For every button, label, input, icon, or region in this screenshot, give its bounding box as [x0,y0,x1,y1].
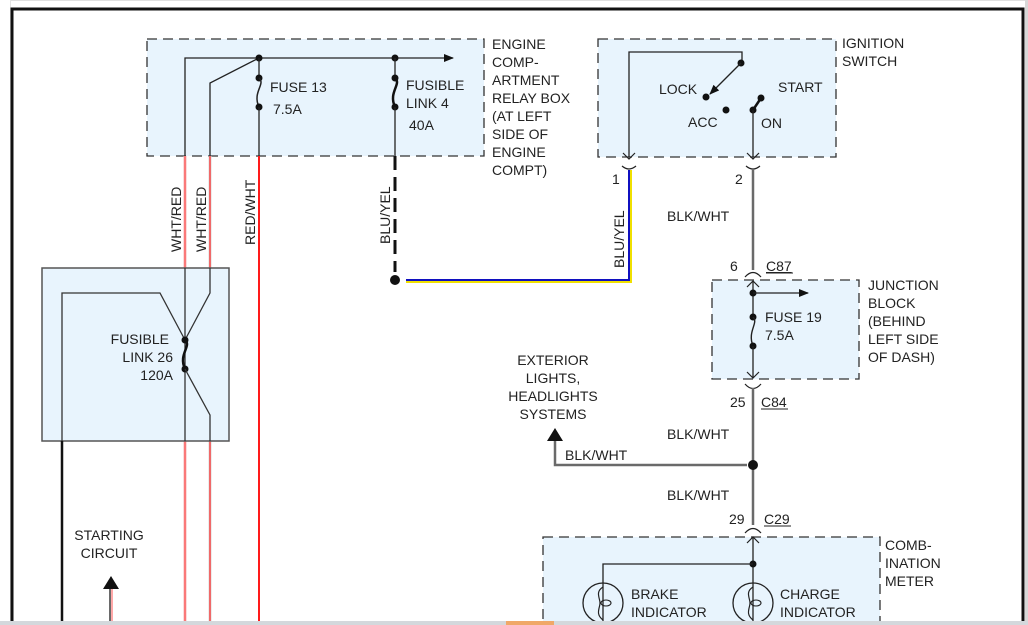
ignition-switch: LOCK ACC ON START IGNITION SWITCH [597,35,904,158]
position-start: START [778,79,823,95]
splice-dot [390,275,400,285]
combination-meter: BRAKE INDICATOR CHARGE INDICATOR COMB- I… [542,536,941,625]
connector-c29-name: C29 [764,511,790,527]
fuse13-name: FUSE 13 [270,79,327,95]
fusible-link4-symbol-icon [391,77,399,108]
svg-text:ARTMENT: ARTMENT [492,72,560,88]
pin-number: 1 [612,171,620,187]
svg-text:EXTERIOR: EXTERIOR [517,352,589,368]
connector-c87-name: C87 [766,258,792,274]
charge-indicator-label: CHARGE [780,586,840,602]
wire-label: WHT/RED [193,187,209,252]
arrow-up-icon [547,428,563,441]
fusible-link4-name: FUSIBLE [406,77,464,93]
junction-block-label: (BEHIND [868,313,926,329]
wire-label: BLK/WHT [667,208,730,224]
wire-label: BLK/WHT [565,447,628,463]
junction-block: FUSE 19 7.5A JUNCTION BLOCK (BEHIND LEFT… [711,277,939,380]
switch-contact-acc [722,106,730,114]
brake-indicator-label: BRAKE [631,586,678,602]
fusible-link26-symbol-icon [181,339,189,370]
starting-circuit-reference: STARTING CIRCUIT [74,527,144,561]
svg-text:COMPT): COMPT) [492,162,547,178]
ignition-switch-outline [597,38,837,158]
connector-c29-icon [744,527,762,534]
fusible-link26-outline [41,267,230,442]
svg-text:LIGHTS,: LIGHTS, [526,370,580,386]
junction-block-label: LEFT SIDE [868,331,939,347]
fusible-link26-name: FUSIBLE [111,331,169,347]
wire-label: RED/WHT [242,179,258,245]
svg-text:ENGINE: ENGINE [492,144,546,160]
wire-label: BLU/YEL [611,210,627,268]
fusible-link26-rating: 120A [140,367,173,383]
arrow-up-icon [103,576,119,589]
viewer-scrollbar[interactable] [1025,0,1028,625]
svg-text:SYSTEMS: SYSTEMS [520,406,587,422]
svg-text:STARTING: STARTING [74,527,144,543]
connector-pin-1-icon [621,152,637,170]
fuse19-rating: 7.5A [765,327,794,343]
svg-text:(AT LEFT: (AT LEFT [492,108,552,124]
combination-meter-label: INATION [885,555,941,571]
wire-label: WHT/RED [168,187,184,252]
splice-dot [748,460,758,470]
relay-box-branch [209,57,260,156]
fusible-link4-name: LINK 4 [406,95,449,111]
fuse13-rating: 7.5A [273,101,302,117]
junction-block-outline [711,279,860,380]
svg-text:RELAY BOX: RELAY BOX [492,90,571,106]
connector-c87-icon [744,271,762,278]
connector-pin: 6 [730,258,738,274]
relay-box-bus [184,54,454,156]
ignition-switch-label: IGNITION [842,35,904,51]
fuse19-name: FUSE 19 [765,309,822,325]
relay-box-label: ENGINE COMP- ARTMENT RELAY BOX (AT LEFT … [492,36,571,178]
exterior-lights-reference: EXTERIOR LIGHTS, HEADLIGHTS SYSTEMS [508,352,597,422]
combination-meter-label: COMB- [885,537,932,553]
viewer-bottom-accent [506,621,554,625]
position-acc: ACC [688,114,718,130]
wire-label: BLK/WHT [667,487,730,503]
connector-c84-name: C84 [761,394,787,410]
ignition-switch-label: SWITCH [842,53,897,69]
fusible-link26-box: FUSIBLE LINK 26 120A [41,267,230,442]
svg-text:HEADLIGHTS: HEADLIGHTS [508,388,597,404]
diagram-frame [10,7,1025,625]
connector-c84-icon [744,383,762,390]
junction-block-label: BLOCK [868,295,916,311]
fuse13-symbol-icon [256,77,262,108]
wire-label: BLK/WHT [667,426,730,442]
relay-box: FUSE 13 7.5A FUSIBLE LINK 4 40A ENGINE C… [146,36,571,178]
switch-contact-lock [702,93,710,101]
fuse19-symbol-icon [750,316,756,347]
connector-pin: 25 [730,394,746,410]
switch-blade-icon [709,62,742,95]
junction-block-label: JUNCTION [868,277,939,293]
wire-label: BLU/YEL [377,186,393,244]
combination-meter-label: METER [885,573,934,589]
wire-blu-yel [406,170,632,283]
svg-text:CIRCUIT: CIRCUIT [81,545,138,561]
position-lock: LOCK [659,81,698,97]
fusible-link26-name: LINK 26 [122,349,173,365]
viewer-top-edge [0,0,1028,9]
svg-text:ENGINE: ENGINE [492,36,546,52]
fusible-link4-rating: 40A [409,117,435,133]
junction-block-label: OF DASH) [868,349,935,365]
connector-pin: 29 [729,511,745,527]
brake-indicator-label: INDICATOR [631,604,707,620]
charge-indicator-label: INDICATOR [780,604,856,620]
pin-number: 2 [735,171,743,187]
svg-text:SIDE OF: SIDE OF [492,126,548,142]
position-on: ON [761,115,782,131]
wire-blk-wht-branch [553,440,747,467]
svg-text:COMP-: COMP- [492,54,539,70]
